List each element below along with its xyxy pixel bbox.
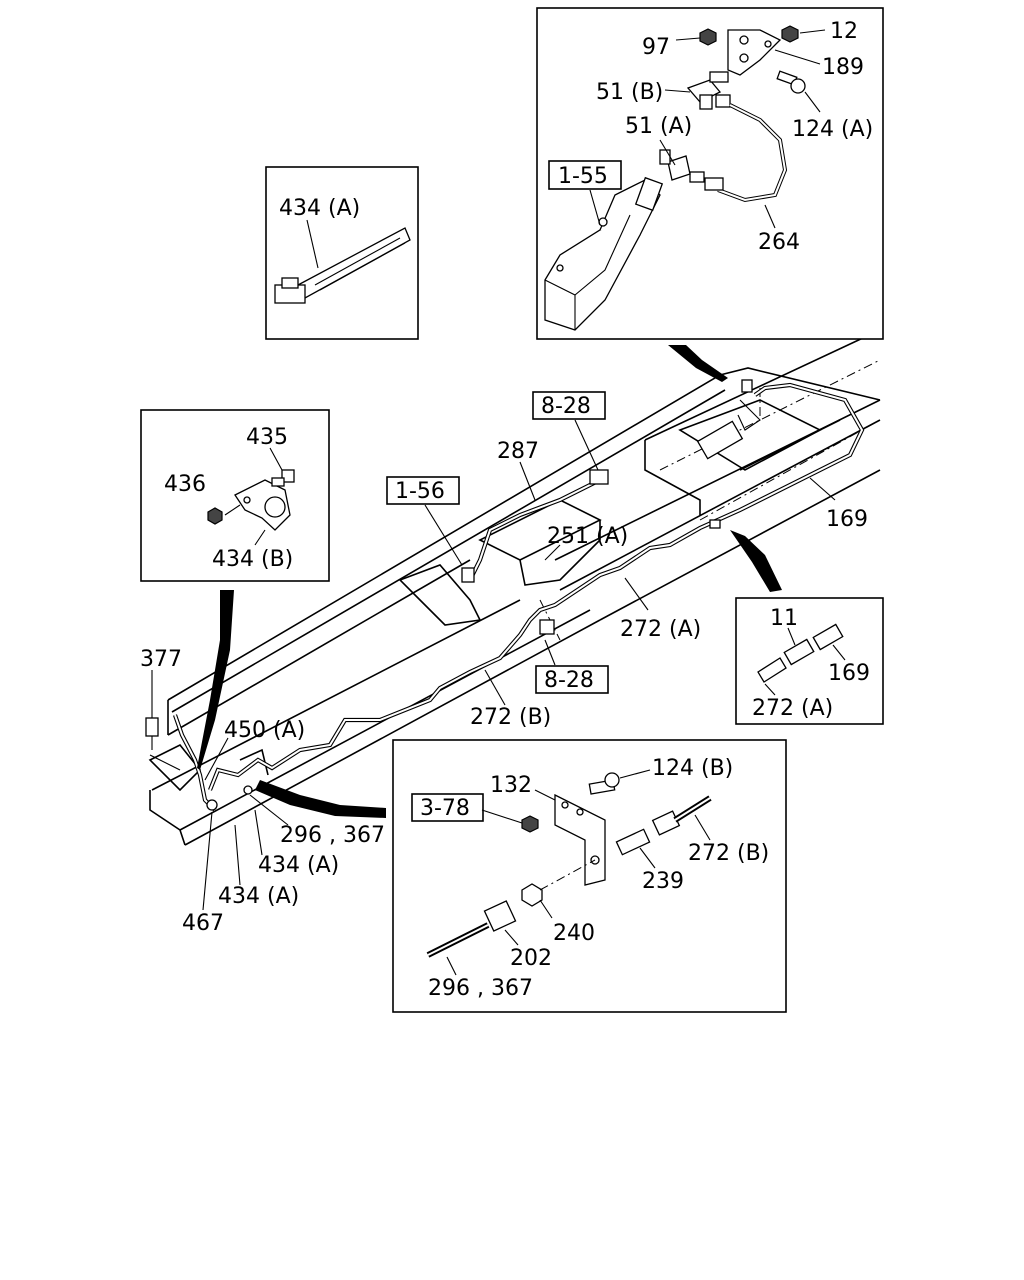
label-296-367-inset: 296 , 367 (428, 976, 533, 1001)
label-272b-inset: 272 (B) (688, 841, 769, 866)
label-51a: 51 (A) (625, 114, 692, 139)
label-124b: 124 (B) (652, 756, 733, 781)
label-435: 435 (246, 425, 288, 450)
label-467: 467 (182, 911, 224, 936)
label-434a-inset: 434 (A) (279, 196, 360, 221)
label-169: 169 (826, 507, 868, 532)
label-434a-2: 434 (A) (218, 884, 299, 909)
label-169-inset: 169 (828, 661, 870, 686)
main-callouts: 8-28 287 1-56 251 (A) 169 272 (A) 8-28 2… (140, 391, 868, 936)
label-3-78: 3-78 (420, 796, 470, 821)
inset-valve-assembly: 97 12 189 51 (B) 124 (A) 51 (A) 1-55 264 (536, 7, 884, 340)
label-8-28-top: 8-28 (541, 394, 591, 419)
label-450a: 450 (A) (224, 718, 305, 743)
label-434a-1: 434 (A) (258, 853, 339, 878)
label-97: 97 (642, 35, 670, 60)
label-272b: 272 (B) (470, 705, 551, 730)
label-240: 240 (553, 921, 595, 946)
label-8-28-bottom: 8-28 (544, 668, 594, 693)
inset-bracket-3-78: 132 124 (B) 3-78 272 (B) 239 240 202 296… (392, 739, 787, 1013)
callout-sweeps (197, 345, 782, 818)
label-287: 287 (497, 439, 539, 464)
label-124a: 124 (A) (792, 117, 873, 142)
label-436: 436 (164, 472, 206, 497)
label-1-55: 1-55 (558, 164, 608, 189)
label-434b: 434 (B) (212, 547, 293, 572)
label-377: 377 (140, 647, 182, 672)
label-239: 239 (642, 869, 684, 894)
inset-connector-11: 11 169 272 (A) (735, 597, 884, 725)
inset-clip-434a: 434 (A) (265, 166, 419, 340)
label-202: 202 (510, 946, 552, 971)
brake-pipe-routing (145, 379, 865, 812)
label-132: 132 (490, 773, 532, 798)
inset-clamp-434b: 435 436 434 (B) (140, 409, 330, 582)
label-272a-inset: 272 (A) (752, 696, 833, 721)
label-264: 264 (758, 230, 800, 255)
label-12: 12 (830, 19, 858, 44)
label-272a: 272 (A) (620, 617, 701, 642)
label-296-367: 296 , 367 (280, 823, 385, 848)
label-251a: 251 (A) (547, 524, 628, 549)
label-51b: 51 (B) (596, 80, 663, 105)
label-1-56: 1-56 (395, 479, 445, 504)
label-189: 189 (822, 55, 864, 80)
label-11: 11 (770, 606, 798, 631)
